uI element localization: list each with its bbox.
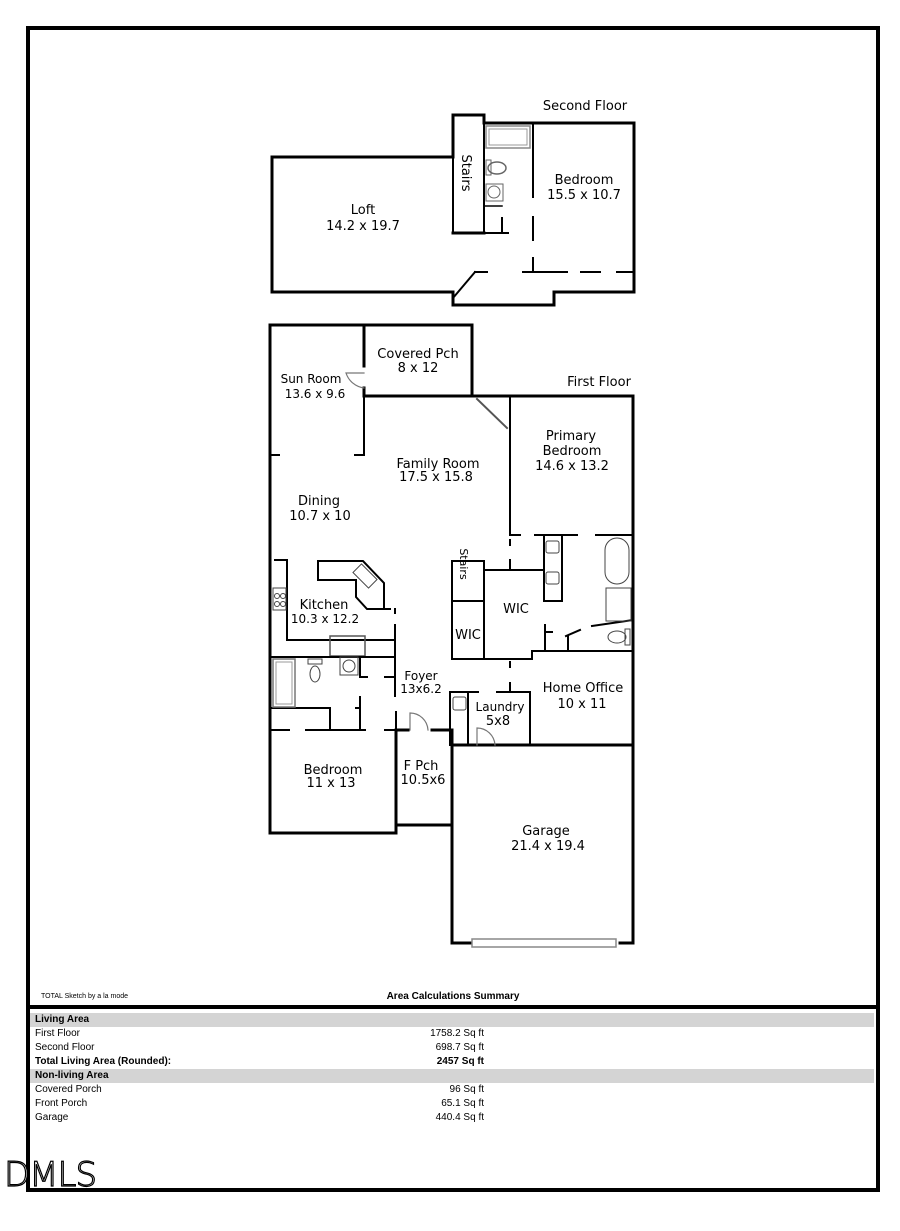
table-row: Garage 440.4 Sq ft xyxy=(30,1111,874,1125)
first-floor-label: First Floor xyxy=(567,375,631,390)
total-row: Total Living Area (Rounded): 2457 Sq ft xyxy=(30,1055,874,1069)
row-value: 1758.2 Sq ft xyxy=(430,1028,484,1039)
section-row-nonliving: Non-living Area xyxy=(30,1069,874,1083)
room-bedroom1-dims: 11 x 13 xyxy=(306,776,355,791)
room-covered-porch-name: Covered Pch xyxy=(377,347,458,362)
room-family-dims: 17.5 x 15.8 xyxy=(399,470,473,485)
room-primary-name2: Bedroom xyxy=(543,444,602,459)
first-floor-plan xyxy=(268,323,635,945)
summary-header: TOTAL Sketch by a la mode Area Calculati… xyxy=(30,990,876,1006)
room-kitchen-dims: 10.3 x 12.2 xyxy=(291,612,359,626)
room-garage-name: Garage xyxy=(522,824,570,839)
table-row: Second Floor 698.7 Sq ft xyxy=(30,1041,874,1055)
room-dining-dims: 10.7 x 10 xyxy=(289,509,350,524)
summary-divider xyxy=(26,1005,880,1009)
row-label: Garage xyxy=(35,1112,69,1123)
row-label: Living Area xyxy=(35,1014,90,1025)
dmls-watermark: DMLS xyxy=(3,1154,97,1195)
room-front-porch-dims: 10.5x6 xyxy=(401,773,446,788)
room-foyer-dims: 13x6.2 xyxy=(400,682,441,696)
room-office-dims: 10 x 11 xyxy=(557,697,606,712)
room-foyer-name: Foyer xyxy=(404,669,437,683)
first-floor-stairs-label: Stairs xyxy=(457,548,470,580)
row-value: 2457 Sq ft xyxy=(436,1056,484,1067)
row-value: 698.7 Sq ft xyxy=(435,1042,484,1053)
room-sun-room-name: Sun Room xyxy=(281,372,342,386)
room-bedroom2-dims: 15.5 x 10.7 xyxy=(547,188,621,203)
table-row: Front Porch 65.1 Sq ft xyxy=(30,1097,874,1111)
page-frame xyxy=(26,26,880,1192)
room-laundry-name: Laundry xyxy=(476,700,525,714)
room-bedroom2-name: Bedroom xyxy=(555,173,614,188)
table-row: First Floor 1758.2 Sq ft xyxy=(30,1027,874,1041)
room-primary-name: Primary xyxy=(546,429,597,444)
second-floor-plan xyxy=(270,113,636,307)
room-garage-dims: 21.4 x 19.4 xyxy=(511,839,585,854)
row-label: Covered Porch xyxy=(35,1084,102,1095)
room-office-name: Home Office xyxy=(543,681,623,696)
room-kitchen-name: Kitchen xyxy=(300,598,349,613)
room-sun-room-dims: 13.6 x 9.6 xyxy=(285,387,346,401)
row-value: 440.4 Sq ft xyxy=(435,1112,484,1123)
row-label: Second Floor xyxy=(35,1042,95,1053)
row-label: Front Porch xyxy=(35,1098,88,1109)
room-front-porch-name: F Pch xyxy=(404,759,439,774)
floor-plan: Second Floor Loft 14.2 x 19.7 Bedroom 15… xyxy=(268,99,636,948)
second-floor-stairs-label: Stairs xyxy=(458,154,473,191)
area-summary-table: Living Area First Floor 1758.2 Sq ft Sec… xyxy=(30,1013,874,1125)
room-dining-name: Dining xyxy=(298,494,340,509)
room-wic2-name: WIC xyxy=(455,628,481,643)
room-loft-dims: 14.2 x 19.7 xyxy=(326,219,400,234)
summary-title: Area Calculations Summary xyxy=(386,991,520,1002)
row-label: Non-living Area xyxy=(35,1070,109,1081)
row-label: Total Living Area (Rounded): xyxy=(35,1056,172,1067)
software-credit: TOTAL Sketch by a la mode xyxy=(41,993,129,1000)
room-loft-name: Loft xyxy=(351,203,375,218)
room-bedroom1-name: Bedroom xyxy=(304,763,363,778)
room-family-name: Family Room xyxy=(397,457,480,472)
second-floor-label: Second Floor xyxy=(543,99,628,114)
row-label: First Floor xyxy=(35,1028,80,1039)
section-row-living: Living Area xyxy=(30,1013,874,1027)
room-primary-dims: 14.6 x 13.2 xyxy=(535,459,609,474)
row-value: 96 Sq ft xyxy=(449,1084,484,1095)
row-value: 65.1 Sq ft xyxy=(441,1098,484,1109)
room-laundry-dims: 5x8 xyxy=(486,714,510,729)
room-wic1-name: WIC xyxy=(503,602,529,617)
table-row: Covered Porch 96 Sq ft xyxy=(30,1083,874,1097)
room-covered-porch-dims: 8 x 12 xyxy=(398,361,439,376)
